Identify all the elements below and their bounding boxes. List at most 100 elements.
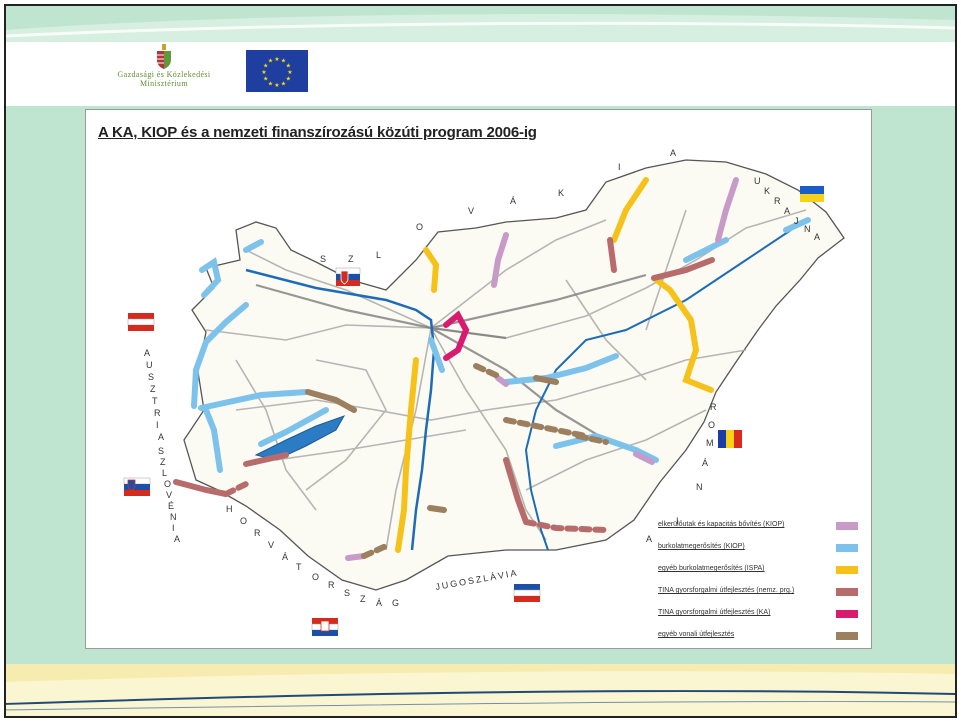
road-tina-national-dashed — [223, 481, 609, 533]
map-panel: A KA, KIOP és a nemzeti finanszírozású k… — [85, 109, 872, 649]
road-tina-national — [173, 237, 715, 525]
legend-item: egyéb burkolatmegerősítés (ISPA) — [658, 562, 858, 580]
label-slovakia: S Z L O V Á K I A — [320, 148, 676, 264]
svg-text:Z: Z — [150, 384, 156, 394]
road-network — [205, 209, 807, 551]
label-romania: R O M Á N I A — [646, 402, 717, 544]
legend-label: TINA gyorsforgalmi útfejlesztés (KA) — [658, 609, 771, 616]
svg-text:I: I — [618, 162, 621, 172]
hungarian-coat-of-arms-icon — [157, 44, 171, 69]
svg-text:H: H — [226, 504, 233, 514]
svg-text:A: A — [646, 534, 652, 544]
svg-text:R: R — [154, 408, 161, 418]
road-tina-ka — [443, 310, 470, 361]
road-kiop-pavement — [191, 217, 811, 473]
svg-text:★: ★ — [281, 80, 286, 87]
svg-text:R: R — [328, 580, 335, 590]
slide: Gazdasági és Közlekedési Minisztérium ★★… — [4, 4, 957, 718]
legend-label: TINA gyorsforgalmi útfejlesztés (nemz. p… — [658, 587, 795, 594]
hungary-road-map: S Z L O V Á K I A U K R A J N A — [123, 148, 845, 636]
legend-item: egyéb vonali útfejlesztés — [658, 628, 858, 646]
svg-text:★: ★ — [286, 76, 291, 83]
legend-item: burkolatmegerősítés (KIOP) — [658, 540, 858, 558]
svg-text:★: ★ — [274, 82, 279, 89]
svg-text:T: T — [296, 562, 302, 572]
road-kiop-bypass — [345, 177, 739, 561]
road-ispa-pavement — [395, 177, 714, 553]
ministry-name-line2: Minisztérium — [140, 79, 188, 88]
svg-text:R: R — [710, 402, 717, 412]
svg-text:A: A — [670, 148, 676, 158]
svg-text:T: T — [152, 396, 158, 406]
svg-text:A: A — [784, 206, 790, 216]
svg-text:G: G — [392, 598, 399, 608]
road-other-line — [305, 375, 559, 513]
svg-text:★: ★ — [261, 69, 266, 76]
legend-item: TINA gyorsforgalmi útfejlesztés (nemz. p… — [658, 584, 858, 602]
ministry-name-line1: Gazdasági és Közlekedési — [117, 70, 211, 79]
svg-text:O: O — [164, 479, 171, 489]
svg-text:S: S — [320, 254, 326, 264]
svg-text:A: A — [158, 432, 164, 442]
svg-text:R: R — [774, 196, 781, 206]
flag-croatia-icon — [311, 618, 339, 636]
flag-austria-icon — [127, 313, 155, 331]
flag-slovakia-icon — [335, 267, 361, 286]
svg-text:S: S — [158, 446, 164, 456]
svg-text:★: ★ — [281, 58, 286, 65]
svg-text:U: U — [754, 176, 761, 186]
svg-text:V: V — [166, 490, 172, 500]
svg-text:★: ★ — [268, 58, 273, 65]
svg-text:I: I — [172, 523, 175, 533]
svg-text:★: ★ — [263, 63, 268, 70]
svg-text:R: R — [254, 528, 261, 538]
svg-text:★: ★ — [287, 69, 292, 76]
map-legend: elkerülőutak és kapacitás bővítés (KIOP)… — [658, 518, 858, 650]
eu-flag-icon: ★★★★★★★★★★★★ — [246, 50, 308, 92]
flag-yugoslavia-icon — [513, 584, 541, 602]
svg-text:L: L — [376, 250, 381, 260]
legend-swatch — [836, 632, 858, 640]
legend-label: elkerülőutak és kapacitás bővítés (KIOP) — [658, 521, 785, 528]
svg-text:O: O — [240, 516, 247, 526]
svg-text:V: V — [268, 540, 274, 550]
svg-text:K: K — [558, 188, 564, 198]
svg-text:N: N — [696, 482, 703, 492]
svg-text:V: V — [468, 206, 474, 216]
svg-text:Á: Á — [702, 458, 708, 468]
svg-text:S: S — [148, 372, 154, 382]
svg-text:N: N — [170, 512, 177, 522]
svg-text:Á: Á — [510, 196, 516, 206]
flag-slovenia-icon — [123, 477, 151, 496]
svg-text:O: O — [416, 222, 423, 232]
flag-ukraine-icon — [800, 186, 824, 202]
legend-swatch — [836, 544, 858, 552]
label-slovenia: S Z L O V É N I A — [158, 446, 180, 544]
flag-romania-icon — [718, 430, 742, 448]
legend-label: egyéb vonali útfejlesztés — [658, 631, 735, 638]
label-ukraine: U K R A J N A — [754, 176, 820, 242]
svg-text:Z: Z — [160, 457, 166, 467]
svg-text:J: J — [794, 216, 799, 226]
tisza-river — [524, 219, 807, 551]
svg-text:★: ★ — [286, 63, 291, 70]
legend-swatch — [836, 610, 858, 618]
svg-text:Á: Á — [282, 552, 288, 562]
map-title: A KA, KIOP és a nemzeti finanszírozású k… — [98, 124, 537, 141]
svg-text:Á: Á — [376, 598, 382, 608]
bottom-decorative-band — [6, 664, 955, 716]
legend-swatch — [836, 566, 858, 574]
legend-label: egyéb burkolatmegerősítés (ISPA) — [658, 565, 765, 572]
svg-text:A: A — [174, 534, 180, 544]
legend-swatch — [836, 588, 858, 596]
svg-text:★: ★ — [263, 76, 268, 83]
top-decorative-band — [6, 6, 955, 42]
svg-text:A: A — [814, 232, 820, 242]
program-roads — [173, 177, 811, 561]
label-yugoslavia: JUGOSZLÁVIA — [435, 568, 519, 592]
svg-text:I: I — [676, 516, 679, 526]
label-austria: A U S Z T R I A — [144, 348, 164, 442]
svg-text:Z: Z — [348, 254, 354, 264]
header: Gazdasági és Közlekedési Minisztérium ★★… — [6, 42, 955, 106]
legend-item: elkerülőutak és kapacitás bővítés (KIOP) — [658, 518, 858, 536]
